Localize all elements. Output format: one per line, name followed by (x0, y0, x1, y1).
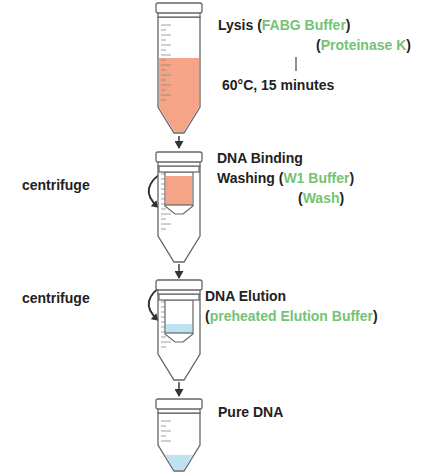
graduation (161, 50, 166, 51)
graduation (161, 209, 166, 210)
graduation (161, 431, 171, 432)
step-text: (Wash) (298, 190, 344, 207)
graduation (161, 30, 166, 31)
tube-illustration (156, 152, 202, 262)
graduation (161, 426, 166, 427)
graduation (161, 55, 171, 56)
step-tick (295, 57, 296, 71)
tube-cap (156, 280, 202, 290)
graduation (161, 25, 171, 26)
graduation (161, 80, 166, 81)
tube-illustration (156, 280, 202, 380)
tube-body (158, 166, 200, 262)
graduation (161, 436, 166, 437)
flow-arrow (178, 382, 179, 396)
graduation (161, 85, 171, 86)
graduation (161, 229, 166, 230)
process-step: Pure DNA (150, 396, 440, 474)
graduation (161, 95, 171, 96)
plain-text: Lysis ( (218, 17, 262, 33)
graduation (161, 421, 171, 422)
reagent-text: FABG Buffer (262, 17, 346, 33)
spin-column (165, 300, 193, 342)
graduation (161, 219, 166, 220)
flow-arrow (178, 136, 179, 148)
graduation (161, 337, 166, 338)
plain-text: ( (316, 37, 321, 53)
reagent-text: Wash (303, 190, 340, 206)
step-text: DNA Elution (205, 288, 286, 305)
graduation (161, 224, 171, 225)
tube-illustration (156, 399, 202, 471)
graduation (161, 45, 171, 46)
reagent-text: Proteinase K (321, 37, 407, 53)
plain-text: ( (205, 308, 210, 324)
graduation (161, 347, 166, 348)
tube-body (158, 294, 200, 380)
reagent-text: preheated Elution Buffer (210, 308, 373, 324)
graduation (161, 342, 171, 343)
graduation (161, 70, 166, 71)
plain-text: ) (340, 190, 345, 206)
step-text: Lysis (FABG Buffer) (218, 17, 351, 34)
step-text: (preheated Elution Buffer) (205, 308, 378, 325)
reagent-text: W1 Buffer (283, 170, 349, 186)
graduation (161, 214, 171, 215)
step-text: DNA Binding (217, 150, 303, 167)
plain-text: ( (298, 190, 303, 206)
tube-cap (156, 3, 202, 13)
process-step: DNA BindingWashing (W1 Buffer)(Wash) (150, 148, 440, 264)
tube-cap (156, 152, 202, 162)
spin-column (165, 172, 193, 214)
graduation (161, 65, 171, 66)
graduation (161, 90, 166, 91)
liquid (165, 455, 193, 470)
graduation (161, 441, 171, 442)
graduation (161, 60, 166, 61)
tube-cap (156, 399, 202, 409)
process-step: Lysis (FABG Buffer)(Proteinase K)60°C, 1… (150, 0, 440, 136)
tube-layer (150, 396, 440, 474)
tube-body (158, 17, 200, 133)
plain-text: ) (350, 170, 355, 186)
step-text: Pure DNA (218, 404, 283, 421)
liquid (166, 176, 192, 205)
plain-text: Washing ( (217, 170, 283, 186)
step-text: Washing (W1 Buffer) (217, 170, 354, 187)
flow-arrow (178, 264, 179, 278)
column-collar (159, 294, 199, 300)
graduation (161, 35, 171, 36)
liquid (159, 58, 199, 132)
plain-text: ) (346, 17, 351, 33)
column-membrane (165, 204, 193, 205)
column-collar (159, 166, 199, 172)
liquid (166, 324, 192, 333)
step-note: centrifuge (22, 290, 90, 307)
step-note: centrifuge (22, 177, 90, 194)
plain-text: ) (373, 308, 378, 324)
graduation (161, 100, 166, 101)
plain-text: ) (406, 37, 411, 53)
tube-layer (150, 278, 440, 382)
graduation (161, 75, 171, 76)
column-membrane (165, 332, 193, 333)
graduation (161, 40, 166, 41)
tube-body (158, 413, 200, 471)
process-step: DNA Elution (preheated Elution Buffer) (150, 278, 440, 382)
step-text: (Proteinase K) (316, 37, 411, 54)
tube-illustration (156, 3, 202, 133)
step-text: 60°C, 15 minutes (222, 77, 334, 94)
